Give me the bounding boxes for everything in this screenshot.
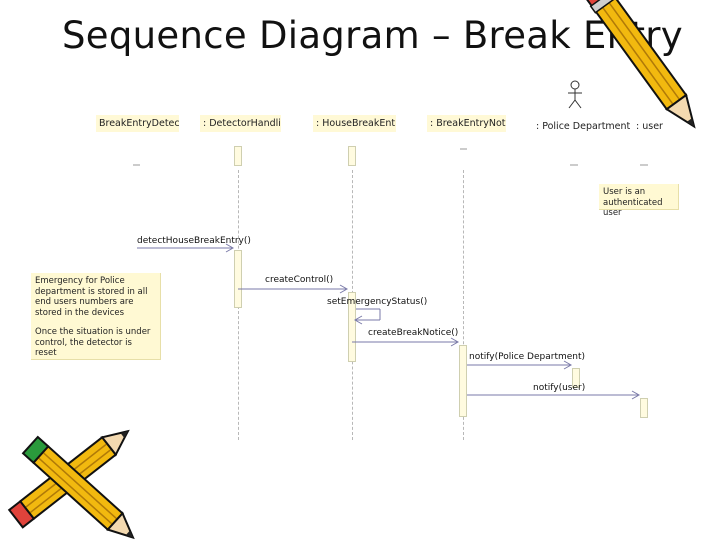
lifeline-header-break-entry-detector: BreakEntryDetector [96, 115, 179, 132]
activation-police-department [572, 368, 580, 388]
actor-label-user: : user [636, 121, 663, 132]
note-emergency: Emergency for Police department is store… [31, 273, 161, 360]
activation-break-entry-notice [459, 345, 467, 417]
pencil-decoration-top-right [581, 0, 696, 129]
message-arrows [137, 243, 641, 400]
note-user-authenticated: User is an authenticated user [599, 184, 679, 218]
note-user-text: User is an authenticated user [603, 187, 663, 218]
lifeline-tick-marks [133, 148, 648, 166]
activation-detector-handling-top [234, 146, 242, 166]
slide-title: Sequence Diagram – Break Entry [62, 14, 683, 57]
lifeline-break-entry-notice [463, 170, 464, 440]
actor-icon-police-department [568, 80, 582, 109]
actor-label-police-department: : Police Department [536, 121, 631, 132]
message-label-notify-police-department: notify(Police Department) [469, 352, 586, 362]
lifeline-header-detector-handling: : DetectorHandling [200, 115, 281, 132]
message-label-set-emergency-status: setEmergencyStatus() [327, 297, 428, 307]
message-label-detect-house-break-entry: detectHouseBreakEntry() [137, 236, 251, 246]
activation-detector-handling [234, 250, 242, 308]
activation-house-break-entry-top [348, 146, 356, 166]
lifeline-header-house-break-entry: : HouseBreakEntry [313, 115, 396, 132]
message-label-create-control: createControl() [265, 275, 334, 285]
pencil-decoration-bottom-left [7, 429, 135, 540]
note-emergency-text-2: Once the situation is under control, the… [35, 327, 151, 358]
activation-user [640, 398, 648, 418]
lifeline-header-break-entry-notice: : BreakEntryNotice [427, 115, 506, 132]
activation-house-break-entry [348, 292, 356, 362]
message-label-create-break-notice: createBreakNotice() [368, 328, 459, 338]
message-label-notify-user: notify(user) [533, 383, 586, 393]
note-emergency-text-1: Emergency for Police department is store… [35, 276, 148, 318]
